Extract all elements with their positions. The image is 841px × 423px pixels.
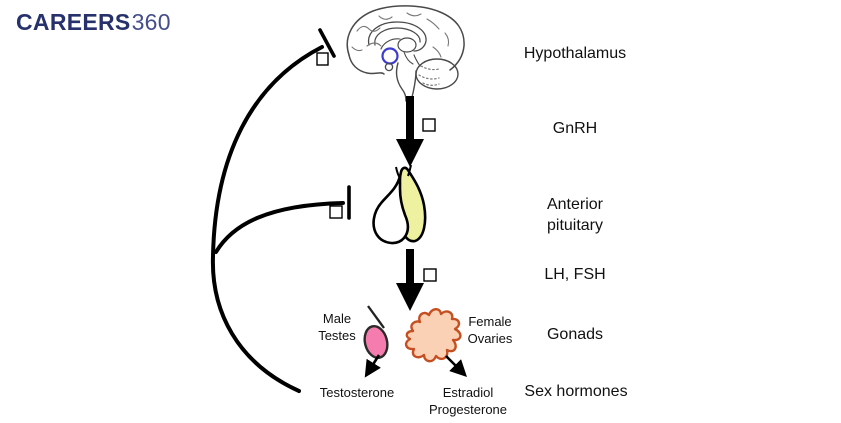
pointer-to-testis [367, 305, 385, 329]
label-female-line1: Female [468, 314, 512, 329]
thalamus [397, 37, 417, 53]
testis-icon [363, 325, 389, 359]
label-sex-hormones: Sex hormones [524, 383, 628, 400]
brain-icon [346, 5, 465, 102]
careers360-logo: CAREERS360 [16, 9, 171, 36]
sign-boxes [316, 52, 437, 282]
hypothalamus-marker-icon [381, 47, 399, 65]
feedback-curve-to-pituitary [214, 201, 345, 254]
label-hypothalamus: Hypothalamus [523, 45, 627, 62]
pituitary-gland-icon [372, 164, 427, 245]
pituitary-stub [384, 62, 394, 72]
anterior-lobe [372, 174, 410, 245]
sign-box-gnrh [422, 118, 436, 132]
label-male-line1: Male [322, 311, 352, 326]
gonads-group [363, 305, 467, 378]
cerebellum [415, 58, 459, 90]
label-estradiol-line1: Estradiol [442, 385, 494, 400]
label-anterior-line2: pituitary [546, 217, 604, 234]
label-gnrh: GnRH [552, 120, 598, 137]
ovary-icon [404, 308, 462, 363]
lhfsh-flow-arrow-icon [396, 249, 424, 311]
sign-box-lhfsh [423, 268, 437, 282]
negative-feedback-loops [210, 28, 351, 393]
sign-box-hypothalamus [316, 52, 329, 66]
label-estradiol-line2: Progesterone [428, 402, 508, 417]
label-male-line2: Testes [318, 328, 356, 343]
logo-suffix-text: 360 [131, 9, 171, 35]
label-anterior-pituitary: Anterior pituitary [505, 194, 645, 236]
testosterone-arrow-icon [364, 354, 381, 378]
gnrh-flow-arrow-icon [396, 96, 424, 167]
sign-box-pituitary [329, 205, 343, 219]
label-gonads: Gonads [546, 326, 604, 343]
label-female-line2: Ovaries [467, 331, 513, 346]
label-testosterone: Testosterone [319, 385, 395, 400]
logo-brand-text: CAREERS [16, 9, 131, 35]
feedback-curve-to-hypothalamus [210, 45, 324, 393]
estradiol-arrow-icon [445, 355, 467, 377]
inhibition-tbar-hypothalamus-icon [318, 28, 336, 58]
label-anterior-line1: Anterior [546, 196, 604, 213]
label-lh-fsh: LH, FSH [544, 266, 606, 283]
